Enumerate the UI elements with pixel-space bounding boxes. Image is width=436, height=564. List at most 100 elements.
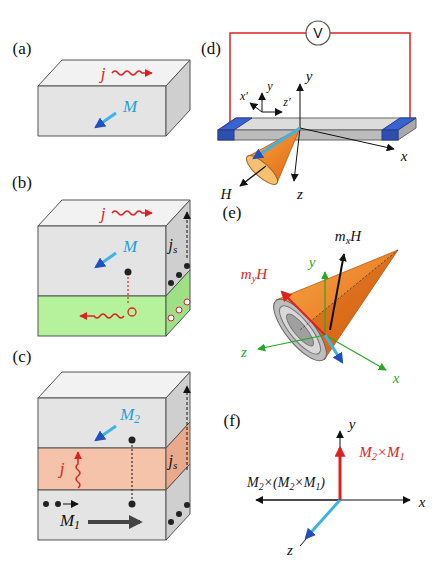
slab-a [38,86,166,136]
axis-label: x [401,149,408,164]
text-part: (a) [13,39,32,58]
text-part: (d) [201,39,221,58]
slab-a [38,60,190,86]
vector-label: mxH [335,229,361,246]
slab-c [38,372,190,540]
electron [176,272,182,278]
text-part: y [306,68,313,84]
text-part: x [393,370,400,386]
vector-label: M2×(M2×M1) [247,476,325,492]
slab-b [38,200,190,336]
text-part: V [313,25,322,41]
axis-label: z [241,345,247,360]
slab-c [38,398,166,448]
axis-label: z [297,187,303,202]
text-part: s [173,459,177,471]
panel-letter: (b) [12,174,32,191]
text-part: j [101,64,106,83]
electron [168,502,190,525]
axis-label: z [287,543,293,558]
axis-label: y [349,417,356,432]
text-part: y [309,254,316,270]
electron [129,501,136,508]
current-wave [112,71,152,75]
text-part: 2 [259,481,264,492]
slab-a [166,60,190,136]
magnetization-arrow [96,253,116,267]
axes [258,335,325,349]
text-part: j [101,204,106,223]
hole [176,307,182,313]
axes [340,500,410,501]
electron [63,504,78,505]
axes [325,335,386,370]
magnetization-arrow [96,113,116,127]
scatter-path [127,277,128,304]
text-part: z [287,542,293,558]
text-part: m [241,266,252,282]
current-label: j [101,205,106,222]
electron [43,501,78,507]
text-part: ×M [294,475,315,490]
text-part: ×(M [264,475,290,490]
sample-strip [218,118,416,130]
text-part: H [256,266,267,282]
text-part: j [60,459,65,478]
axes [324,272,325,335]
text-part: M [123,97,137,116]
current-wave [80,314,124,318]
text-part: 2 [372,451,377,462]
magnetization-arrow [325,335,342,362]
field-label: H [221,187,232,202]
magnetization-arrow [254,128,300,158]
slab-c [38,372,190,398]
torque-arrow [339,448,342,500]
slab-b [38,200,190,226]
vector-label: myH [241,267,267,284]
text-part: m [335,228,346,244]
axes [250,103,262,112]
axis-label: x′ [240,90,248,102]
text-part: H [221,186,232,202]
slab-c [38,490,166,540]
text-part: z [297,186,303,202]
voltmeter-label: V [313,26,322,40]
current-label: j [101,65,106,82]
hole [168,299,190,321]
panel-letter: (c) [13,348,32,365]
text-part: x [401,148,408,164]
text-part: s [173,243,177,255]
current-wave [112,211,152,215]
text-part: x [346,235,351,246]
electron [125,269,132,276]
magnetization-arrow [88,520,140,524]
precession-cone [300,250,398,330]
panel-letter: (a) [13,40,32,57]
field-torque-arrow [282,292,325,335]
text-part: j [169,236,173,253]
text-part: H [350,228,361,244]
contact-pad [218,118,252,130]
text-part: z′ [283,95,290,109]
text-part: y [252,273,257,284]
text-part: M [247,475,259,490]
text-part: ×M [377,444,400,460]
panel-letter: (d) [201,40,221,57]
text-part: (e) [223,203,242,222]
axes [300,84,301,128]
slab-b [166,270,190,336]
slab-b [38,296,166,336]
spin-current-arrow [187,386,188,470]
axes [258,272,386,370]
axes [300,500,340,546]
contact-pad [218,118,416,140]
text-part: (f) [224,411,241,430]
spin-current-arrow [187,212,188,258]
text-part: 2 [289,481,294,492]
contact-pad [382,130,398,140]
magnetization-arrow [306,500,340,538]
magnetization-label: M2 [120,406,140,426]
electron [168,519,174,525]
voltmeter [306,21,330,45]
